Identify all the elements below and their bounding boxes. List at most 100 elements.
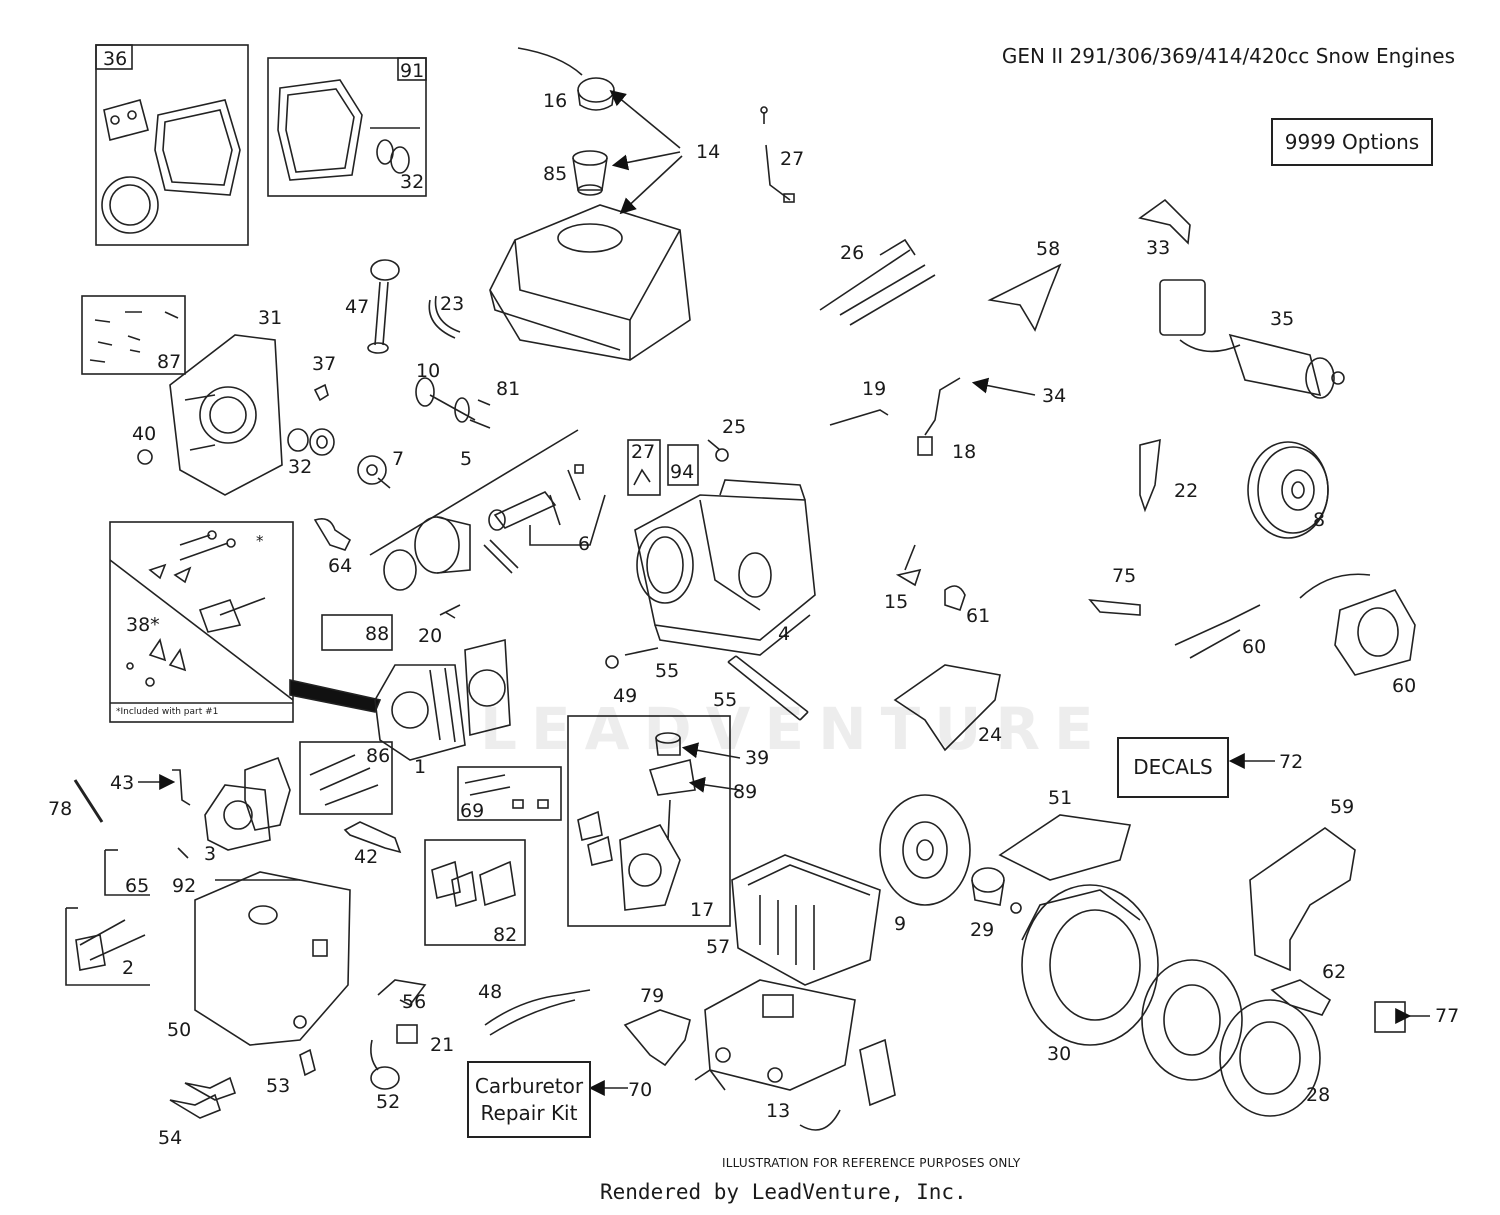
guard-13 — [859, 1038, 896, 1107]
part-box-94 — [667, 444, 699, 486]
plate-59 — [1249, 827, 1356, 972]
part-label-7: 7 — [392, 448, 404, 470]
bowl-89 — [648, 759, 696, 796]
part-label-56: 56 — [402, 991, 426, 1013]
kit-arrow — [289, 679, 382, 713]
bracket-33 — [1138, 198, 1191, 245]
dowel-55 — [624, 647, 659, 656]
recoil-housing-30 — [1021, 884, 1159, 1046]
blower-housing-50 — [194, 871, 351, 1046]
valve-kit-box-38 — [109, 521, 294, 723]
part-label-28: 28 — [1306, 1084, 1330, 1106]
part-label-3: 3 — [204, 843, 216, 865]
decals-button[interactable]: DECALS — [1117, 737, 1229, 798]
part-label-32b: 32 — [288, 456, 312, 478]
part-label-78: 78 — [48, 798, 72, 820]
part-label-31: 31 — [258, 307, 282, 329]
governor-64 — [313, 517, 352, 551]
part-label-59: 59 — [1330, 796, 1354, 818]
screws-86 — [309, 754, 379, 806]
part-label-58: 58 — [1036, 238, 1060, 260]
crankcase-cover-31 — [169, 334, 283, 496]
oil-sensor-37 — [313, 383, 329, 402]
carburetor-17 — [577, 799, 681, 911]
part-label-47: 47 — [345, 296, 369, 318]
screws-6 — [549, 464, 584, 526]
part-label-54: 54 — [158, 1127, 182, 1149]
part-label-79: 79 — [640, 985, 664, 1007]
screw-box-86 — [299, 741, 393, 815]
part-label-18: 18 — [952, 441, 976, 463]
wire-13 — [799, 1109, 841, 1131]
gasket-box-82 — [424, 839, 526, 946]
part-label-87: 87 — [157, 351, 181, 373]
part-labels: 36 91 32 16 14 85 27 26 58 33 35 87 31 4… — [48, 48, 1459, 1149]
part-label-81: 81 — [496, 378, 520, 400]
recoil-starter-28 — [1219, 999, 1321, 1117]
harness-60 — [1174, 604, 1261, 659]
part-label-50: 50 — [167, 1019, 191, 1041]
part-label-21: 21 — [430, 1034, 454, 1056]
part-label-38: 38* — [126, 614, 160, 636]
part-label-13: 13 — [766, 1100, 790, 1122]
part-label-2: 2 — [122, 957, 134, 979]
part-label-75: 75 — [1112, 565, 1136, 587]
part-label-6: 6 — [578, 533, 590, 555]
gasket-set-box-91 — [267, 57, 427, 197]
part-label-64: 64 — [328, 555, 352, 577]
screws-87 — [89, 311, 179, 363]
part-label-48: 48 — [478, 981, 502, 1003]
screw-box-87 — [81, 295, 186, 375]
bracket-56 — [377, 979, 427, 1007]
fuel-line — [517, 47, 583, 76]
part-label-9: 9 — [894, 913, 906, 935]
plug-40 — [137, 449, 153, 465]
part-label-4: 4 — [778, 623, 790, 645]
reference-footnote: ILLUSTRATION FOR REFERENCE PURPOSES ONLY — [722, 1156, 1021, 1170]
cup-29 — [971, 867, 1005, 906]
part-label-94: 94 — [670, 461, 694, 483]
fuel-strainer-85 — [572, 150, 608, 196]
part-label-5: 5 — [460, 448, 472, 470]
part-label-85: 85 — [543, 163, 567, 185]
part-label-20: 20 — [418, 625, 442, 647]
cover-3 — [204, 784, 271, 851]
shroud-24 — [893, 664, 1001, 752]
part-label-42: 42 — [354, 846, 378, 868]
part-label-72: 72 — [1279, 751, 1303, 773]
hose-23 — [428, 299, 456, 339]
carburetor-repair-kit-button[interactable]: Carburetor Repair Kit — [467, 1061, 591, 1138]
carburetor-kit-line1: Carburetor — [474, 1073, 584, 1098]
bracket-6 — [529, 494, 606, 546]
muffler-13 — [694, 979, 856, 1091]
gasket-set-box-36 — [95, 44, 249, 246]
part-label-89: 89 — [733, 781, 757, 803]
part-label-27a: 27 — [780, 148, 804, 170]
pin-49 — [605, 655, 619, 669]
part-label-88: 88 — [365, 623, 389, 645]
part-label-8: 8 — [1313, 509, 1325, 531]
bracket-79 — [623, 1009, 691, 1067]
choke-rod-27 — [760, 106, 795, 203]
bracket-2 — [65, 908, 150, 986]
bolts-2 — [75, 919, 146, 971]
gasket-ring — [1141, 959, 1243, 1081]
stator-60 — [1299, 573, 1416, 676]
page-title: GEN II 291/306/369/414/420cc Snow Engine… — [1001, 44, 1455, 68]
part-label-25: 25 — [722, 416, 746, 438]
bracket-22 — [1139, 438, 1161, 513]
fuel-tank-14 — [489, 204, 691, 361]
part-label-91: 91 — [400, 60, 424, 82]
part-label-82: 82 — [493, 924, 517, 946]
bar-55 — [727, 655, 809, 721]
options-button[interactable]: 9999 Options — [1271, 118, 1433, 166]
box38-star: * — [256, 532, 264, 550]
carburetor-kit-line2: Repair Kit — [480, 1100, 578, 1125]
camshaft-10 — [415, 377, 491, 429]
part-label-62: 62 — [1322, 961, 1346, 983]
part-label-60b: 60 — [1392, 675, 1416, 697]
bracket-5 — [369, 429, 579, 556]
watermark: LEADVENTURE — [480, 695, 1108, 763]
part-label-33: 33 — [1146, 237, 1170, 259]
piston-5 — [383, 491, 557, 591]
